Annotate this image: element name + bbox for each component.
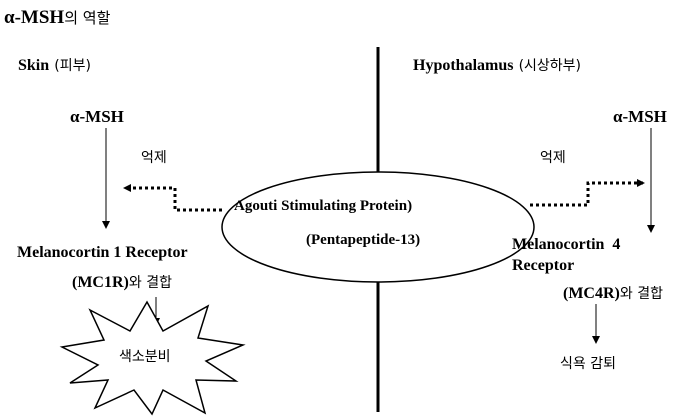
inhibit-arrow-right (530, 179, 645, 207)
hypo-receptor-bind: (MC4R)와 결합 (563, 285, 663, 302)
hypo-heading: Hypothalamus (시상하부) (413, 57, 581, 74)
title-hormone: α-MSH (4, 7, 65, 28)
agouti-label: Agouti Stimulating Protein) (234, 198, 413, 214)
page-title: α-MSH의 역할 (4, 8, 110, 27)
title-suffix: 의 역할 (64, 9, 111, 27)
skin-receptor-label: Melanocortin 1 Receptor (17, 244, 188, 261)
hypo-inhibit-label: 억제 (540, 150, 566, 166)
hypo-heading-en: Hypothalamus (413, 57, 514, 74)
mc4r-bind-text: 와 결합 (619, 286, 663, 302)
appetite-label: 식욕 감퇴 (560, 356, 616, 372)
inhibit-arrow-left (123, 184, 222, 212)
pentapeptide-label: (Pentapeptide-13) (306, 232, 421, 248)
skin-inhibit-label: 억제 (141, 150, 167, 166)
agouti-ellipse (221, 171, 535, 283)
skin-heading: Skin (피부) (18, 57, 91, 74)
hypo-hormone-label: α-MSH (613, 107, 667, 126)
pigment-label: 색소분비 (119, 349, 171, 365)
hypo-receptor-label: Melanocortin 4 (512, 236, 621, 253)
skin-hormone-label: α-MSH (70, 107, 124, 126)
mc4r-code: (MC4R) (563, 285, 620, 302)
hypo-receptor-label-2: Receptor (512, 257, 575, 274)
skin-heading-en: Skin (18, 57, 50, 74)
mc1r-bind-text: 와 결합 (128, 275, 172, 291)
skin-receptor-bind: (MC1R)와 결합 (72, 274, 172, 291)
pigment-burst (59, 300, 246, 416)
skin-heading-kr: (피부) (54, 58, 91, 74)
mc1r-code: (MC1R) (72, 274, 129, 291)
hypo-heading-kr: (시상하부) (518, 58, 582, 74)
